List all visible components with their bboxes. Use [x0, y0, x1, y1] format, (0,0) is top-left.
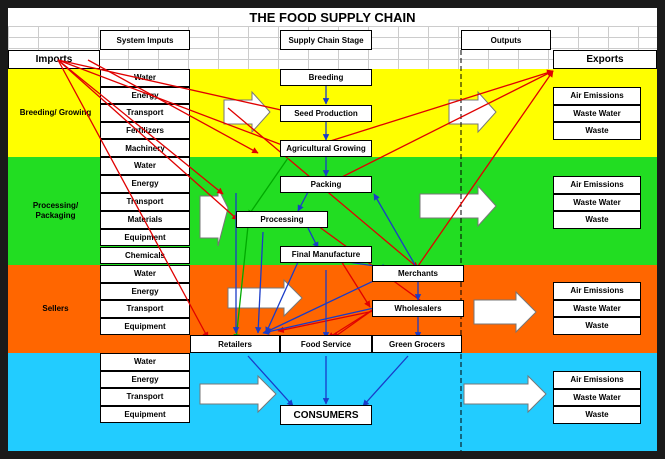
block-arrow-consumers-out — [463, 374, 547, 414]
output-consumers-2: Waste — [553, 406, 641, 424]
red-arrow-agri-export — [307, 69, 554, 149]
stage-wholesalers: Wholesalers — [372, 300, 464, 317]
output-sellers-1: Waste Water — [553, 299, 641, 318]
red-arrow-packing-export — [327, 70, 554, 185]
red-arrow-import-processing — [57, 59, 239, 221]
blue-arrow-final-retail — [265, 261, 299, 334]
stage-agricultural-growing: Agricultural Growing — [280, 140, 372, 157]
input-sellers-1: Energy — [100, 282, 190, 301]
red-arrow-import-export — [87, 59, 259, 154]
stage-processing: Processing — [236, 211, 328, 228]
green-arrow-processing-retail — [233, 225, 249, 341]
stage-retailers: Retailers — [190, 335, 280, 353]
input-sellers-2: Transport — [100, 300, 190, 318]
blue-arrow-merchants-packing — [373, 193, 419, 271]
stage-merchants: Merchants — [372, 265, 464, 282]
input-breeding-1: Energy — [100, 86, 190, 105]
input-breeding-4: Machinery — [100, 139, 190, 157]
input-processing-3: Materials — [100, 210, 190, 229]
blue-arrow-grocers-consumers — [362, 355, 409, 407]
red-arrow-import-packing — [57, 59, 224, 195]
input-consumers-0: Water — [100, 353, 190, 371]
section-sellers: Sellers — [42, 304, 69, 313]
exports-header: Exports — [553, 50, 657, 69]
stage-green-grocers: Green Grocers — [372, 335, 462, 353]
supply-chain-stage-header: Supply Chain Stage — [280, 30, 372, 50]
blue-arrow-merchants-retail — [263, 275, 385, 334]
block-arrow-sellers-out — [473, 290, 537, 334]
output-sellers-0: Air Emissions — [553, 282, 641, 300]
block-arrow-sellers-in — [227, 278, 303, 318]
block-arrow-processing-in — [199, 187, 229, 247]
system-inputs-header: System Imputs — [100, 30, 190, 50]
input-processing-5: Chemicals — [100, 246, 190, 265]
diagram-frame: THE FOOD SUPPLY CHAIN System Imputs Supp… — [8, 8, 657, 451]
green-arrow-agri-processing — [247, 157, 289, 217]
output-sellers-2: Waste — [553, 317, 641, 335]
blue-arrow-packing-processing — [297, 191, 309, 212]
stage-food-service: Food Service — [280, 335, 372, 353]
output-breeding-1: Waste Water — [553, 104, 641, 123]
input-sellers-0: Water — [100, 265, 190, 283]
stage-breeding: Breeding — [280, 69, 372, 86]
input-processing-4: Equipment — [100, 228, 190, 247]
block-arrow-processing-out — [419, 184, 497, 228]
output-processing-1: Waste Water — [553, 193, 641, 212]
blue-arrow-processing-final — [307, 227, 319, 249]
red-arrow-import-agri — [57, 59, 291, 149]
red-arrow-merchants-export — [417, 70, 554, 267]
block-arrow-consumers-in — [199, 374, 277, 414]
section-processing: Processing/ Packaging — [32, 201, 79, 220]
input-consumers-3: Equipment — [100, 405, 190, 424]
outputs-header: Outputs — [461, 30, 551, 50]
stage-packing: Packing — [280, 176, 372, 193]
blue-arrow-wholesale-retail — [262, 307, 375, 335]
input-breeding-0: Water — [100, 69, 190, 87]
red-arrow-import-retailers — [57, 59, 209, 339]
output-processing-0: Air Emissions — [553, 176, 641, 194]
block-arrows — [199, 90, 547, 414]
input-consumers-2: Transport — [100, 388, 190, 406]
output-consumers-0: Air Emissions — [553, 371, 641, 389]
input-processing-2: Transport — [100, 192, 190, 211]
blue-arrow-retail-consumers — [247, 355, 294, 407]
red-arrow-final-wholesale — [337, 255, 371, 308]
stage-seed-production: Seed Production — [280, 105, 372, 122]
input-sellers-3: Equipment — [100, 317, 190, 336]
input-consumers-1: Energy — [100, 370, 190, 389]
output-processing-2: Waste — [553, 211, 641, 229]
blue-arrow-processing-retail — [255, 231, 264, 334]
block-arrow-breeding-in — [223, 90, 271, 134]
output-breeding-2: Waste — [553, 122, 641, 140]
section-breeding: Breeding/ Growing — [19, 108, 92, 117]
stage-final-manufacture: Final Manufacture — [280, 246, 372, 263]
output-consumers-1: Waste Water — [553, 388, 641, 407]
input-processing-0: Water — [100, 157, 190, 175]
red-arrow-wholesale-foodservice2 — [332, 308, 375, 339]
page-title: THE FOOD SUPPLY CHAIN — [249, 10, 416, 25]
stage-consumers: CONSUMERS — [280, 405, 372, 425]
red-arrow-import-seed — [57, 59, 291, 114]
output-breeding-0: Air Emissions — [553, 87, 641, 105]
